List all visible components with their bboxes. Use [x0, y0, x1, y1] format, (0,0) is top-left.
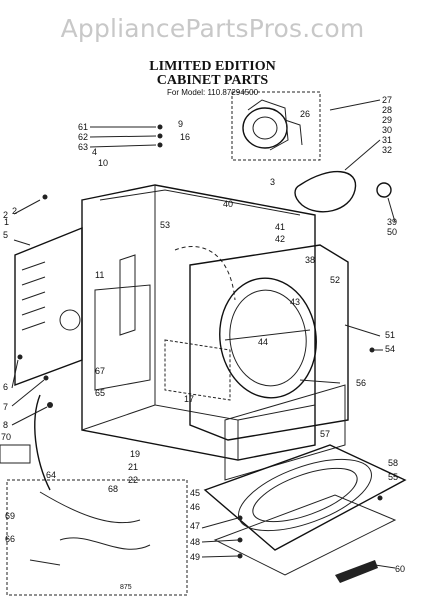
- callout: 61: [78, 122, 88, 132]
- callout: 48: [190, 537, 200, 547]
- callout: 67: [95, 366, 105, 376]
- callout: 5: [3, 230, 8, 240]
- wiring-box: [6, 479, 188, 596]
- callout: 31: [382, 135, 392, 145]
- front-panel: [189, 244, 349, 441]
- callout: 3: [270, 177, 275, 187]
- callout: 29: [382, 115, 392, 125]
- harness-lead: [34, 394, 51, 491]
- leader-lines: [11, 99, 396, 569]
- callout: 26: [300, 109, 310, 119]
- callout: 2: [12, 206, 17, 216]
- callout: 22: [128, 475, 138, 485]
- callout: 10: [98, 158, 108, 168]
- callout: 70: [1, 432, 11, 442]
- callout: 64: [46, 470, 56, 480]
- callout: 57: [320, 429, 330, 439]
- callout: 28: [382, 105, 392, 115]
- callout: 7: [3, 402, 8, 412]
- callout: 62: [78, 132, 88, 142]
- door-assembly: [203, 444, 407, 583]
- diagram-subtitle: CABINET PARTS: [156, 73, 269, 88]
- callout: 1: [4, 217, 9, 227]
- callout: 56: [356, 378, 366, 388]
- callout: 55: [388, 472, 398, 482]
- callout: 44: [258, 337, 268, 347]
- callout: 45: [190, 488, 200, 498]
- callout: 58: [388, 458, 398, 468]
- callout: 8: [3, 420, 8, 430]
- drive-belt: [294, 171, 357, 213]
- callout: 38: [305, 255, 315, 265]
- callout: 16: [180, 132, 190, 142]
- watermark: AppliancePartsPros.com: [60, 14, 365, 43]
- callout: 53: [160, 220, 170, 230]
- callout: 11: [95, 270, 104, 280]
- callout: 43: [290, 297, 300, 307]
- wire-harness: [29, 491, 151, 566]
- callout: 30: [382, 125, 392, 135]
- callout: 21: [128, 462, 138, 472]
- callout: 2: [3, 210, 8, 220]
- idler-pulley: [376, 182, 392, 198]
- callout: 52: [330, 275, 340, 285]
- callout: 60: [395, 564, 405, 574]
- callout: 19: [130, 449, 140, 459]
- callout: 40: [223, 199, 233, 209]
- callout-labels: 2 2 1 3 4 5 6 7 8 9 10 11 16 17 19 21 22…: [1, 95, 405, 591]
- callout: 49: [190, 552, 200, 562]
- model-number: For Model: 110.87294500: [166, 88, 259, 97]
- callout: 65: [95, 388, 105, 398]
- hardware: [17, 124, 383, 559]
- callout: 66: [5, 534, 15, 544]
- callout: 9: [178, 119, 183, 129]
- callout: 46: [190, 502, 200, 512]
- callout: 54: [385, 344, 395, 354]
- toe-kick-panel: [224, 384, 346, 481]
- callout: 39: [387, 217, 397, 227]
- callout: 27: [382, 95, 392, 105]
- footer-code: 875: [120, 584, 132, 591]
- callout: 50: [387, 227, 397, 237]
- callout: 32: [382, 145, 392, 155]
- diagram-title: LIMITED EDITION: [149, 59, 276, 74]
- callout: 6: [3, 382, 8, 392]
- callout: 42: [275, 234, 285, 244]
- callout: 41: [275, 222, 285, 232]
- manual-sheet: [0, 444, 31, 464]
- callout: 63: [78, 142, 88, 152]
- callout: 51: [385, 330, 395, 340]
- callout: 4: [92, 147, 97, 157]
- rear-panel: [14, 226, 83, 387]
- callout: 17: [184, 394, 194, 404]
- callout: 47: [190, 521, 200, 531]
- callout: 68: [108, 484, 118, 494]
- callout: 69: [5, 511, 15, 521]
- motor-drawing: [242, 99, 303, 151]
- motor-box: [231, 91, 321, 161]
- cabinet: [81, 184, 316, 461]
